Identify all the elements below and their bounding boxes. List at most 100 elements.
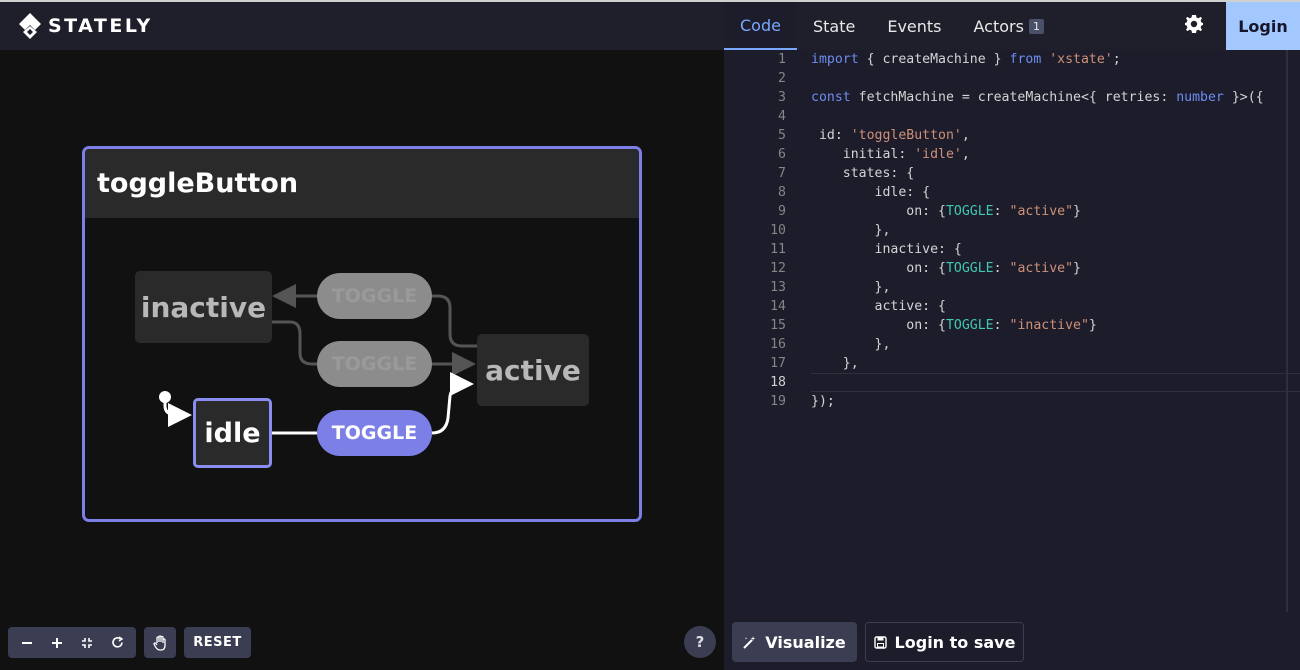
code-text: id: 'toggleButton', <box>811 128 970 143</box>
line-number: 2 <box>778 71 786 86</box>
refresh-icon <box>111 636 123 648</box>
code-text: }, <box>811 337 891 352</box>
line-number: 8 <box>778 185 786 200</box>
code-line[interactable]: 6 initial: 'idle', <box>724 145 1300 164</box>
line-number: 19 <box>770 394 786 409</box>
tab-events[interactable]: Events <box>871 2 957 50</box>
save-icon <box>873 635 887 649</box>
state-inactive[interactable]: inactive <box>135 271 272 343</box>
code-line[interactable]: 5 id: 'toggleButton', <box>724 126 1300 145</box>
line-number: 12 <box>770 261 786 276</box>
tab-state[interactable]: State <box>797 2 871 50</box>
state-idle-label: idle <box>204 417 261 449</box>
hand-icon <box>153 634 166 651</box>
code-line[interactable]: 18 <box>724 373 1300 392</box>
reset-label: RESET <box>193 635 242 650</box>
reset-button[interactable]: RESET <box>184 627 251 658</box>
code-line[interactable]: 4 <box>724 107 1300 126</box>
code-line[interactable]: 13 }, <box>724 278 1300 297</box>
plus-icon <box>52 637 62 648</box>
line-number: 10 <box>770 223 786 238</box>
code-line[interactable]: 16 }, <box>724 335 1300 354</box>
help-icon: ? <box>695 633 705 651</box>
pan-mode-button[interactable] <box>144 627 176 658</box>
magic-wand-icon <box>743 636 756 649</box>
code-text: }, <box>811 356 859 371</box>
event-toggle-idle-to-active[interactable]: TOGGLE <box>317 410 432 456</box>
line-number: 17 <box>770 356 786 371</box>
line-number: 14 <box>770 299 786 314</box>
login-to-save-label: Login to save <box>894 632 1016 652</box>
logo-text: STATELY <box>48 15 153 37</box>
code-text: import { createMachine } from 'xstate'; <box>811 52 1121 67</box>
line-number: 15 <box>770 318 786 333</box>
code-line[interactable]: 8 idle: { <box>724 183 1300 202</box>
state-idle[interactable]: idle <box>193 398 272 468</box>
code-line[interactable]: 2 <box>724 69 1300 88</box>
code-line[interactable]: 10 }, <box>724 221 1300 240</box>
stately-logo-icon <box>19 13 41 39</box>
fit-to-view-icon <box>82 637 92 648</box>
event-toggle-active-to-inactive[interactable]: TOGGLE <box>317 273 432 319</box>
zoom-out-button[interactable] <box>14 630 40 656</box>
tab-code[interactable]: Code <box>724 2 797 50</box>
code-text: on: {TOGGLE: "active"} <box>811 204 1081 219</box>
code-line[interactable]: 9 on: {TOGGLE: "active"} <box>724 202 1300 221</box>
machine-header: toggleButton <box>85 149 639 218</box>
code-text: on: {TOGGLE: "inactive"} <box>811 318 1097 333</box>
fit-view-button[interactable] <box>74 630 100 656</box>
state-active[interactable]: active <box>477 334 589 406</box>
line-number: 1 <box>778 52 786 67</box>
editor-scrollbar[interactable] <box>1286 50 1288 612</box>
line-number: 11 <box>770 242 786 257</box>
code-line[interactable]: 15 on: {TOGGLE: "inactive"} <box>724 316 1300 335</box>
code-text: }); <box>811 394 835 409</box>
line-number: 3 <box>778 90 786 105</box>
current-line-highlight <box>811 373 1300 392</box>
line-number: 18 <box>770 375 786 390</box>
login-label: Login <box>1238 16 1288 36</box>
code-line[interactable]: 14 active: { <box>724 297 1300 316</box>
code-line[interactable]: 1 import { createMachine } from 'xstate'; <box>724 50 1300 69</box>
line-number: 6 <box>778 147 786 162</box>
code-editor[interactable]: 1 import { createMachine } from 'xstate';… <box>724 50 1300 612</box>
login-to-save-button[interactable]: Login to save <box>865 622 1024 662</box>
line-number: 4 <box>778 109 786 124</box>
code-text: inactive: { <box>811 242 962 257</box>
line-number: 7 <box>778 166 786 181</box>
code-line[interactable]: 12 on: {TOGGLE: "active"} <box>724 259 1300 278</box>
code-text: }, <box>811 280 891 295</box>
state-active-label: active <box>485 353 581 387</box>
statechart-canvas[interactable]: toggleButton inactive active idle <box>0 50 724 670</box>
code-line[interactable]: 7 states: { <box>724 164 1300 183</box>
tab-code-label: Code <box>740 15 781 35</box>
event-label: TOGGLE <box>331 422 418 444</box>
panel-footer: Visualize Login to save <box>724 612 1300 670</box>
visualize-button[interactable]: Visualize <box>732 622 857 662</box>
zoom-in-button[interactable] <box>44 630 70 656</box>
code-line[interactable]: 17 }, <box>724 354 1300 373</box>
help-button[interactable]: ? <box>684 626 716 658</box>
reset-zoom-button[interactable] <box>104 630 130 656</box>
code-line[interactable]: 11 inactive: { <box>724 240 1300 259</box>
visualize-label: Visualize <box>765 632 846 652</box>
code-text: active: { <box>811 299 946 314</box>
settings-button[interactable] <box>1184 14 1204 38</box>
code-text: initial: 'idle', <box>811 147 970 162</box>
gear-icon <box>1185 15 1203 33</box>
tab-events-label: Events <box>887 16 942 36</box>
actors-count-badge: 1 <box>1028 18 1044 34</box>
login-button[interactable]: Login <box>1226 2 1300 50</box>
event-toggle-inactive-to-active[interactable]: TOGGLE <box>317 341 432 387</box>
stately-logo[interactable]: STATELY <box>18 12 153 40</box>
code-line[interactable]: 19}); <box>724 392 1300 411</box>
state-inactive-label: inactive <box>140 290 267 324</box>
event-label: TOGGLE <box>331 285 418 307</box>
zoom-controls <box>8 627 136 658</box>
line-number: 9 <box>778 204 786 219</box>
line-number: 5 <box>778 128 786 143</box>
